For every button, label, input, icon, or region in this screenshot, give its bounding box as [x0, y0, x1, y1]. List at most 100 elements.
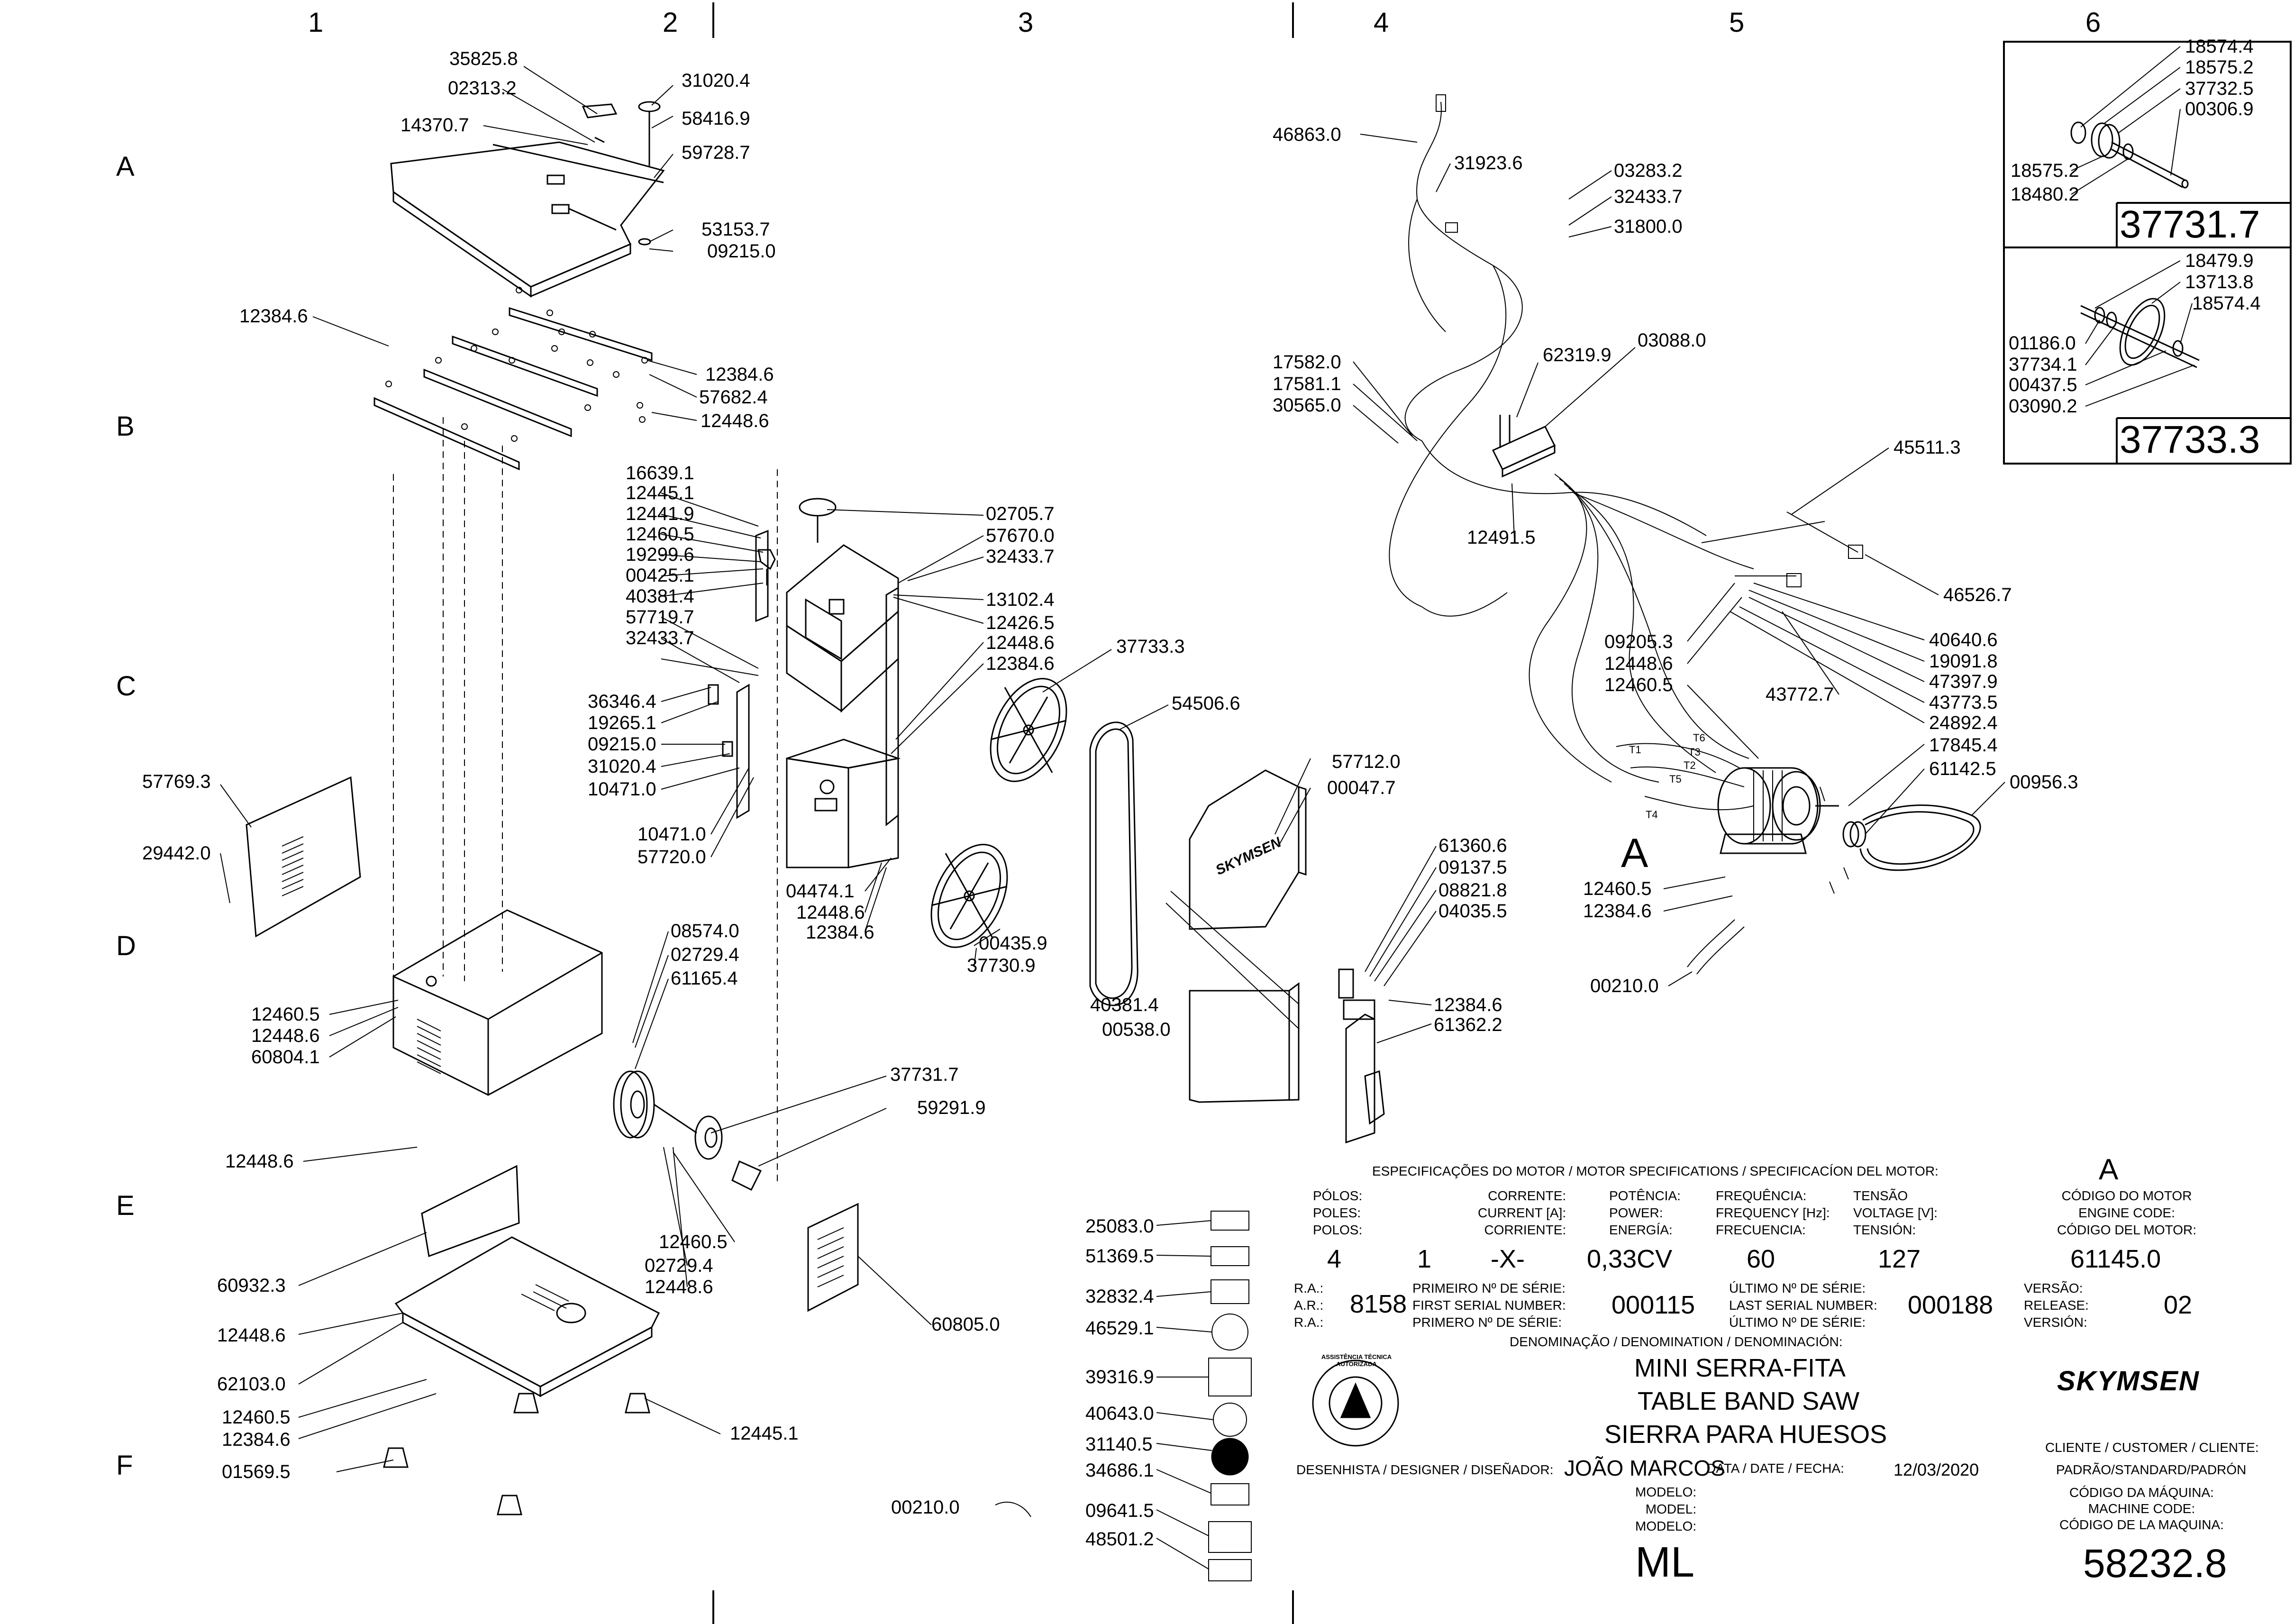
- part-label: 43772.7: [1766, 684, 1834, 705]
- part-label: 18480.2: [2011, 184, 2079, 205]
- wire-label: T5: [1669, 773, 1682, 785]
- part-label: 40381.4: [626, 586, 694, 607]
- blade-cover: [1189, 769, 1307, 1103]
- part-label: 12384.6: [1583, 901, 1652, 921]
- part-label: 17845.4: [1929, 735, 1998, 756]
- part-label: 00210.0: [1590, 976, 1659, 996]
- part-label: 03088.0: [1638, 330, 1706, 351]
- part-label: 39316.9: [1085, 1367, 1154, 1387]
- part-label: 08574.0: [671, 921, 739, 941]
- blade-guard-bracket: [1338, 968, 1385, 1144]
- part-label: 61142.5: [1929, 758, 1996, 779]
- motor-mount-plate: [421, 1165, 520, 1258]
- drive-pulley: [613, 1070, 762, 1191]
- upper-frame: [757, 498, 901, 868]
- part-label: 34686.1: [1085, 1460, 1154, 1481]
- part-label: 31800.0: [1614, 216, 1683, 237]
- denomination-pt: MINI SERRA-FITA: [1634, 1354, 1846, 1382]
- part-label: 04035.5: [1438, 901, 1507, 921]
- wire-label: T1: [1629, 744, 1641, 756]
- part-label: 10471.0: [637, 824, 706, 845]
- motor-wiring: [1529, 474, 1754, 811]
- saw-blade: [1089, 721, 1138, 1006]
- decal-black-dot: [1211, 1438, 1249, 1476]
- grid-column-2: 2: [663, 7, 678, 38]
- part-label: 02313.2: [448, 78, 517, 99]
- part-label: 13102.4: [986, 589, 1055, 610]
- rear-vent-door: [807, 1203, 859, 1312]
- customer-label: CLIENTE / CUSTOMER / CLIENTE:: [2045, 1440, 2259, 1455]
- part-label: 00306.9: [2185, 99, 2254, 119]
- current-value: -X-: [1491, 1245, 1525, 1273]
- part-label: 12448.6: [645, 1277, 713, 1297]
- part-label: 53153.7: [701, 219, 770, 240]
- grid-row-a: A: [116, 151, 135, 182]
- detail-box-37731-7: [2003, 41, 2292, 465]
- part-label: 12445.1: [626, 483, 694, 503]
- part-label: 60804.1: [251, 1047, 320, 1067]
- electric-motor: [1717, 767, 1839, 854]
- tension-spring: [995, 919, 1745, 1517]
- phase-value: 1: [1417, 1245, 1432, 1273]
- part-label: 40643.0: [1085, 1403, 1154, 1424]
- part-label: 40381.4: [1090, 994, 1159, 1015]
- part-label: 12460.5: [1604, 675, 1673, 695]
- grid-column-6: 6: [2085, 7, 2101, 38]
- part-label: 00538.0: [1102, 1019, 1171, 1040]
- part-label: 25083.0: [1085, 1216, 1154, 1237]
- voltage-label: TENSÃO VOLTAGE [V]: TENSIÓN:: [1853, 1188, 1938, 1237]
- grid-column-1: 1: [308, 7, 324, 38]
- part-label: 12384.6: [986, 653, 1055, 674]
- part-label: 12448.6: [225, 1151, 294, 1172]
- part-label: 47397.9: [1929, 671, 1998, 692]
- leader-lines: [220, 46, 2195, 1569]
- part-label: 46529.1: [1085, 1318, 1154, 1339]
- part-label: 37733.3: [1116, 636, 1185, 657]
- part-label: 36346.4: [588, 691, 656, 712]
- upper-blade-wheel: [990, 678, 1067, 782]
- part-label: 12384.6: [705, 364, 774, 385]
- power-label: POTÊNCIA: POWER: ENERGÍA:: [1609, 1188, 1681, 1237]
- part-label: 12384.6: [1434, 994, 1502, 1015]
- part-label: 43773.5: [1929, 692, 1998, 713]
- ra-value: 8158: [1350, 1290, 1407, 1318]
- model-value: ML: [1635, 1539, 1695, 1586]
- part-label: 58416.9: [682, 108, 750, 129]
- part-label: 60805.0: [931, 1314, 1000, 1335]
- first-serial-label: PRIMEIRO Nº DE SÉRIE: FIRST SERIAL NUMBE…: [1412, 1281, 1566, 1330]
- rubber-feet: [383, 1393, 650, 1515]
- part-label: 57719.7: [626, 607, 694, 628]
- wire-label: T6: [1693, 732, 1705, 744]
- part-label: 12460.5: [626, 524, 694, 545]
- part-label: 12460.5: [251, 1004, 320, 1025]
- motor-letter-label: A: [1621, 830, 1648, 876]
- part-label: 19265.1: [588, 712, 656, 733]
- part-label: 57682.4: [699, 387, 768, 408]
- part-label: 01569.5: [222, 1461, 291, 1482]
- version-label: VERSÃO: RELEASE: VERSIÓN:: [2024, 1281, 2089, 1330]
- first-serial-value: 000115: [1611, 1291, 1695, 1319]
- seal-caption: ASSISTÊNCIA TÉCNICA AUTORIZADA: [1321, 1353, 1392, 1368]
- part-label: 31140.5: [1085, 1434, 1153, 1455]
- part-label: 02705.7: [986, 503, 1055, 524]
- grid-column-3: 3: [1018, 7, 1034, 38]
- part-label: 24892.4: [1929, 712, 1998, 733]
- grid-row-c: C: [116, 671, 136, 702]
- part-label: 61360.6: [1438, 835, 1507, 856]
- grid-row-e: E: [116, 1190, 135, 1221]
- part-label: 59728.7: [682, 142, 750, 163]
- part-label: 18574.4: [2185, 36, 2254, 57]
- motor-code-value: 61145.0: [2070, 1245, 2161, 1273]
- date-value: 12/03/2020: [1893, 1460, 1979, 1479]
- part-label: 00435.9: [979, 933, 1047, 954]
- part-label: 09205.3: [1604, 631, 1673, 652]
- power-cord: [1389, 94, 1707, 617]
- part-label: 19091.8: [1929, 651, 1998, 672]
- part-label: 29442.0: [142, 843, 211, 864]
- machine-code-label: CÓDIGO DA MÁQUINA: MACHINE CODE: CÓDIGO …: [2059, 1485, 2224, 1532]
- wire-label: T4: [1646, 809, 1658, 821]
- last-serial-label: ÚLTIMO Nº DE SÉRIE: LAST SERIAL NUMBER: …: [1729, 1281, 1877, 1330]
- part-label: 59291.9: [917, 1097, 986, 1118]
- frequency-label: FREQUÊNCIA: FREQUENCY [Hz]: FRECUENCIA:: [1716, 1188, 1830, 1237]
- blade-guide-post: [708, 529, 769, 819]
